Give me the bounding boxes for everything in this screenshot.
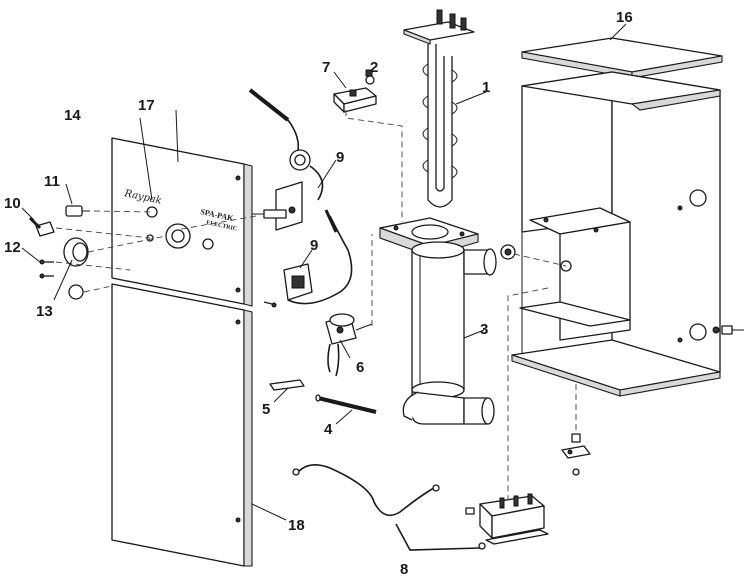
callout-13: 13 [36, 303, 53, 320]
callout-9-lower: 9 [310, 237, 318, 254]
cabinet-assembly [500, 37, 744, 397]
callout-1: 1 [482, 79, 490, 96]
callout-14: 14 [64, 107, 81, 124]
wire-harness [292, 464, 440, 517]
heat-rod [315, 394, 377, 414]
callout-9-upper: 9 [336, 149, 344, 166]
lower-front-panel [111, 283, 253, 567]
heating-element [403, 9, 475, 208]
callout-12: 12 [4, 239, 21, 256]
heater-tube [379, 217, 497, 425]
panel-screw [263, 301, 277, 308]
cabinet-body [511, 71, 721, 397]
leader-lines [21, 23, 627, 551]
cabinet-grommet [500, 244, 516, 260]
callout-3: 3 [480, 321, 488, 338]
callout-16: 16 [616, 9, 633, 26]
terminal-block [465, 493, 549, 550]
callout-6: 6 [356, 359, 364, 376]
pressure-switch [325, 313, 373, 377]
temperature-control [283, 209, 353, 305]
control-knob [63, 237, 89, 267]
callout-5: 5 [262, 401, 270, 418]
toggle-switch [28, 216, 55, 237]
callout-8: 8 [400, 561, 408, 578]
callout-17: 17 [138, 97, 155, 114]
cabinet-bolt-right [712, 325, 744, 335]
callout-11: 11 [44, 173, 60, 190]
assembly-lines [55, 110, 577, 500]
upper-front-panel: Raypak SPA-PAK ELECTRIC [111, 137, 253, 307]
callout-10: 10 [4, 195, 21, 212]
callout-18: 18 [288, 517, 305, 534]
ground-lug [561, 433, 591, 476]
cabinet-lid [521, 37, 723, 79]
indicator-light [65, 205, 90, 217]
knob-screws [39, 259, 54, 279]
high-limit-switch [333, 69, 377, 113]
callout-labels: 1 2 3 4 5 6 7 8 9 9 10 11 12 13 14 16 17… [4, 9, 633, 578]
callout-4: 4 [324, 421, 333, 438]
knob-insert [68, 284, 84, 300]
thermostat-assembly [248, 88, 324, 231]
callout-7: 7 [322, 59, 330, 76]
gasket [269, 379, 305, 391]
callout-2: 2 [370, 59, 378, 76]
